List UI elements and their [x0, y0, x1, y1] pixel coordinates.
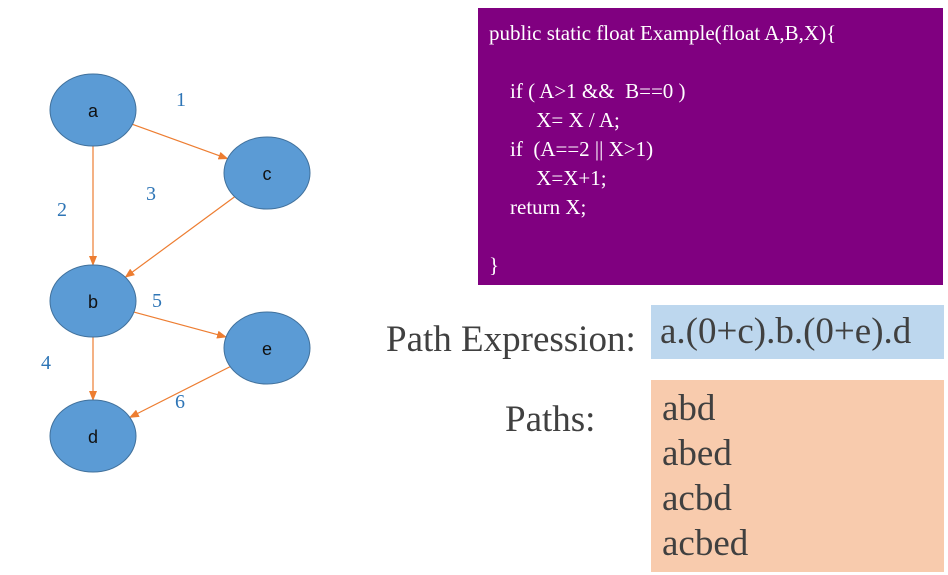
path-expression-label: Path Expression:	[386, 319, 636, 360]
node-a	[49, 73, 137, 147]
code-panel: public static float Example(float A,B,X)…	[478, 8, 943, 285]
code-line: X=X+1;	[489, 166, 607, 190]
code-line: }	[489, 253, 500, 277]
paths-label: Paths:	[505, 399, 596, 440]
node-label: e	[262, 339, 272, 359]
control-flow-graph: 1 2 3 4 5 6 a b c d e	[41, 73, 311, 473]
code-line	[489, 48, 943, 77]
edge-b-e	[133, 311, 228, 339]
edge-a-c	[132, 123, 229, 160]
edge-e-d	[128, 366, 231, 418]
node-e	[223, 311, 311, 385]
code-line: public static float Example(float A,B,X)…	[489, 21, 837, 45]
path-item: abd	[662, 388, 716, 429]
path-expression-value: a.(0+c).b.(0+e).d	[651, 305, 944, 359]
code-line: return X;	[489, 195, 587, 219]
node-label: c	[263, 164, 272, 184]
edge-label: 4	[41, 352, 51, 374]
node-label: b	[88, 292, 98, 312]
edge-label: 5	[152, 290, 162, 312]
edge-label: 6	[175, 391, 185, 413]
node-d	[49, 399, 137, 473]
code-line: if (A==2 || X>1)	[489, 137, 654, 161]
code-line	[489, 222, 943, 251]
node-b	[49, 264, 137, 338]
code-line: if ( A>1 && B==0 )	[489, 79, 686, 103]
path-item: acbd	[662, 478, 732, 519]
code-line: X= X / A;	[489, 108, 620, 132]
edge-label: 2	[57, 199, 67, 221]
edge-label: 1	[176, 89, 186, 111]
path-item: abed	[662, 433, 732, 474]
node-c	[223, 136, 311, 210]
paths-list: abd abed acbd acbed	[651, 380, 944, 572]
edge-label: 3	[146, 183, 156, 205]
path-item: acbed	[662, 523, 749, 564]
node-label: a	[88, 101, 99, 121]
edge-c-b	[124, 196, 236, 278]
node-label: d	[88, 427, 98, 447]
